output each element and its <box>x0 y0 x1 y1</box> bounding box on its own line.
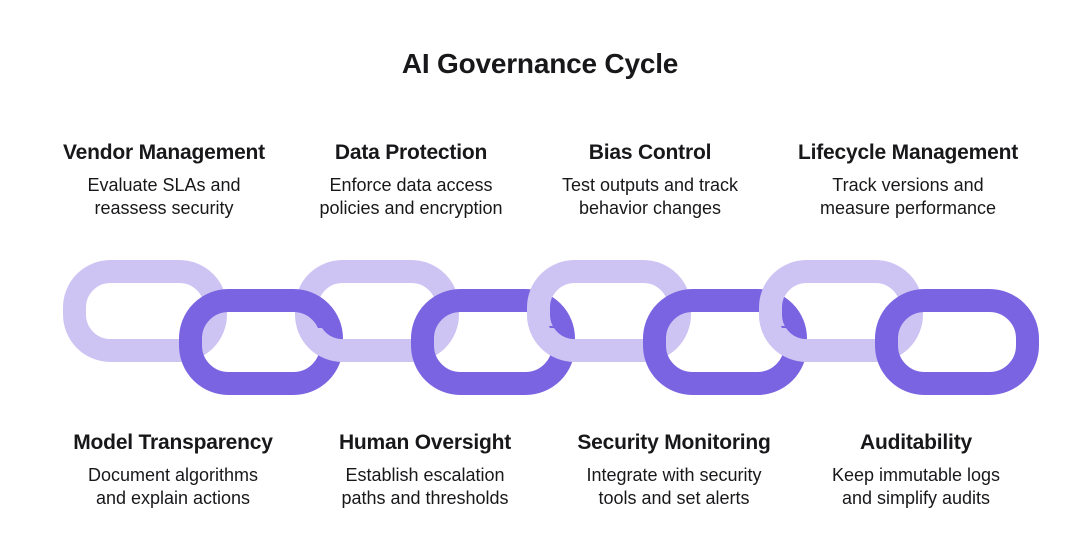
item-heading: Model Transparency <box>73 431 273 454</box>
item-description: Test outputs and track behavior changes <box>561 175 739 218</box>
item-description: Track versions and measure performance <box>819 175 997 218</box>
chain-link-light-7-weave <box>759 284 800 326</box>
item-heading: Vendor Management <box>63 141 265 164</box>
item-heading: Lifecycle Management <box>797 141 1019 164</box>
item-heading: Auditability <box>860 431 972 454</box>
item-heading: Security Monitoring <box>577 431 771 454</box>
item-heading: Human Oversight <box>338 431 512 454</box>
item-description: Enforce data access policies and encrypt… <box>319 175 503 218</box>
item-description: Document algorithms and explain actions <box>87 465 259 508</box>
chain-link-light-5-weave <box>527 284 568 326</box>
item-heading: Bias Control <box>588 141 712 164</box>
item-description: Establish escalation paths and threshold… <box>341 465 509 508</box>
item-description: Integrate with security tools and set al… <box>586 465 762 508</box>
item-description: Evaluate SLAs and reassess security <box>87 175 241 218</box>
item-description: Keep immutable logs and simplify audits <box>831 465 1001 508</box>
page-title: AI Governance Cycle <box>401 48 679 79</box>
item-heading: Data Protection <box>334 141 488 164</box>
chain-link-dark-8 <box>875 289 1039 395</box>
